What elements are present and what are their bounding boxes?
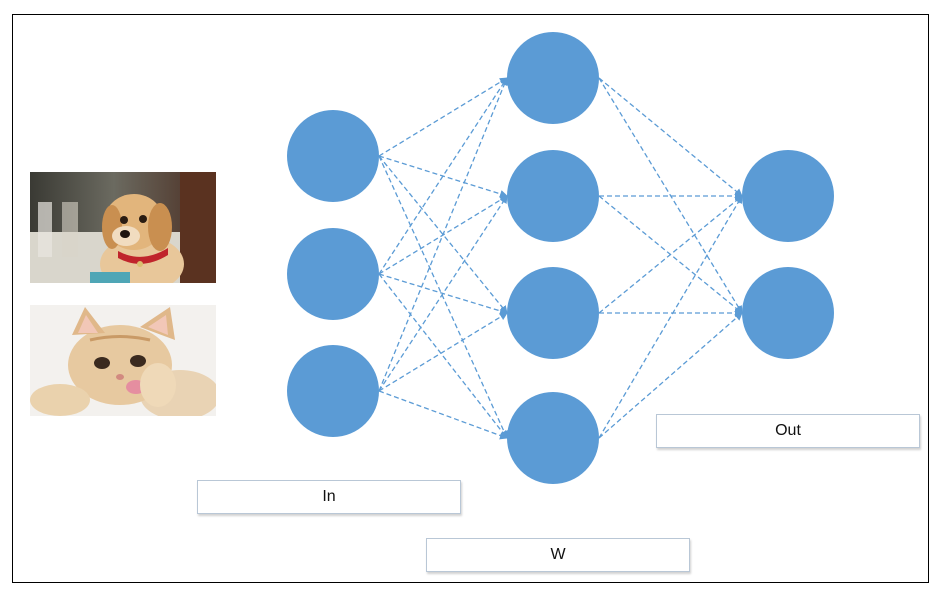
input-neuron-3 <box>287 345 379 437</box>
hidden-neuron-1 <box>507 32 599 124</box>
hidden-neuron-3 <box>507 267 599 359</box>
output-neuron-1 <box>742 150 834 242</box>
input-neuron-2 <box>287 228 379 320</box>
weights-label: W <box>426 538 690 572</box>
hidden-neuron-2 <box>507 150 599 242</box>
connection-input3-hidden3 <box>378 312 508 392</box>
connection-input3-hidden2 <box>378 195 508 392</box>
connection-hidden1-output2 <box>598 77 743 314</box>
connection-hidden1-output1 <box>598 77 743 197</box>
connection-hidden3-output1 <box>598 195 743 314</box>
connection-input3-hidden1 <box>378 77 509 392</box>
connection-input1-hidden4 <box>378 155 508 439</box>
input-neuron-1 <box>287 110 379 202</box>
connection-input2-hidden1 <box>378 77 508 275</box>
kitten-photo <box>30 305 216 416</box>
output-neuron-2 <box>742 267 834 359</box>
connection-input3-hidden4 <box>378 390 508 440</box>
hidden-neuron-4 <box>507 392 599 484</box>
output-layer-label: Out <box>656 414 920 448</box>
puppy-photo <box>30 172 216 283</box>
input-layer-label: In <box>197 480 461 514</box>
connections <box>378 77 743 440</box>
connection-hidden4-output1 <box>598 195 743 439</box>
connection-input1-hidden2 <box>378 155 508 198</box>
connection-input2-hidden4 <box>378 273 508 439</box>
neurons <box>287 32 834 484</box>
connection-input1-hidden1 <box>378 77 508 157</box>
connection-input1-hidden3 <box>378 155 508 314</box>
